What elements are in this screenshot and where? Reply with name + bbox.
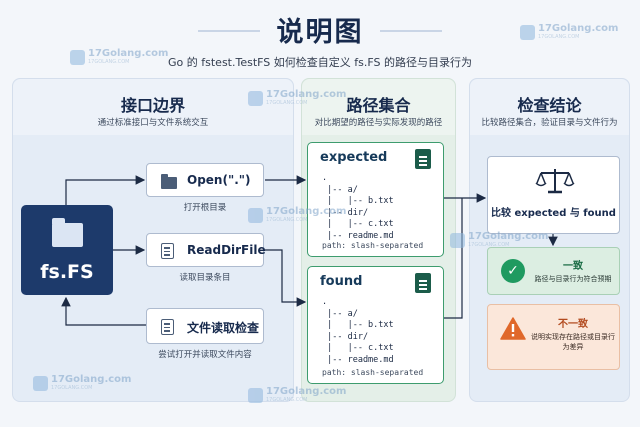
document-icon	[161, 243, 174, 259]
watermark-logo-icon	[450, 232, 465, 248]
mismatch-result-box: 不一致 说明实现存在路径或目录行为差异	[487, 304, 620, 370]
match-result-box: ✓ 一致 路径与目录行为符合预期	[487, 247, 620, 295]
interface-panel-desc: 通过标准接口与文件系统交互	[97, 118, 209, 128]
expected-box: expected . |-- a/ | |-- b.txt |-- dir/ |…	[307, 142, 444, 257]
readdir-box: ReadDirFile	[146, 233, 266, 267]
arrow-fs-to-open	[65, 175, 146, 205]
mismatch-title: 不一致	[558, 319, 588, 330]
arrow-check-to-fs	[61, 296, 146, 326]
document-icon	[415, 273, 431, 293]
watermark-logo-icon	[520, 24, 535, 40]
open-root-box: Open(".")	[146, 163, 264, 197]
interface-panel-header: 接口边界 通过标准接口与文件系统交互	[13, 79, 293, 135]
file-read-check-label: 文件读取检查	[187, 321, 260, 335]
watermark-logo-icon	[248, 387, 263, 403]
found-title: found	[320, 274, 363, 289]
result-panel-desc: 比较路径集合，验证目录与文件行为	[481, 118, 618, 128]
folder-icon	[161, 174, 177, 189]
arrow-found-to-compare	[444, 198, 463, 319]
watermark-logo-icon	[248, 90, 263, 106]
mismatch-desc: 说明实现存在路径或目录行为差异	[531, 333, 615, 351]
document-icon	[415, 149, 431, 169]
title-rule-left	[198, 30, 260, 32]
watermark-logo-icon	[33, 375, 48, 391]
match-title: 一致	[563, 261, 583, 272]
file-read-check-box: 文件读取检查	[146, 308, 264, 344]
found-box: found . |-- a/ | |-- b.txt |-- dir/ | |-…	[307, 266, 444, 384]
folder-icon	[52, 218, 83, 247]
file-read-check-caption: 尝试打开并读取文件内容	[158, 350, 252, 360]
expected-title: expected	[320, 150, 388, 165]
document-icon	[161, 319, 174, 335]
compare-label: 比较 expected 与 found	[491, 208, 616, 219]
expected-tree: . |-- a/ | |-- b.txt |-- dir/ | |-- c.tx…	[322, 173, 394, 241]
paths-panel-desc: 对比期望的路径与实际发现的路径	[314, 118, 443, 128]
watermark-logo-icon	[70, 49, 85, 65]
scales-icon	[535, 169, 575, 194]
compare-box: 比较 expected 与 found	[487, 156, 620, 234]
open-root-caption: 打开根目录	[183, 203, 227, 213]
arrow-readdir-to-found	[265, 249, 307, 307]
page-title: 说明图	[276, 17, 364, 48]
result-panel-header: 检查结论 比较路径集合，验证目录与文件行为	[470, 79, 629, 135]
title-rule-right	[380, 30, 442, 32]
watermark-logo-icon	[248, 207, 263, 223]
found-tree: . |-- a/ | |-- b.txt |-- dir/ | |-- c.tx…	[322, 297, 394, 365]
expected-footer: path: slash-separated	[322, 241, 424, 250]
found-footer: path: slash-separated	[322, 368, 424, 377]
interface-panel-title: 接口边界	[120, 96, 185, 115]
warning-icon	[500, 317, 526, 340]
open-root-label: Open(".")	[187, 173, 251, 187]
readdir-label: ReadDirFile	[187, 243, 266, 257]
match-desc: 路径与目录行为符合预期	[534, 275, 612, 283]
fs-fs-label: fs.FS	[40, 261, 94, 283]
paths-panel-header: 路径集合 对比期望的路径与实际发现的路径	[302, 79, 455, 135]
fs-fs-block: fs.FS	[21, 205, 113, 295]
paths-panel-title: 路径集合	[346, 96, 411, 115]
page-subtitle: Go 的 fstest.TestFS 如何检查自定义 fs.FS 的路径与目录行…	[168, 56, 472, 69]
readdir-caption: 读取目录条目	[179, 273, 231, 283]
check-circle-icon: ✓	[501, 259, 525, 283]
result-panel-title: 检查结论	[517, 96, 582, 115]
